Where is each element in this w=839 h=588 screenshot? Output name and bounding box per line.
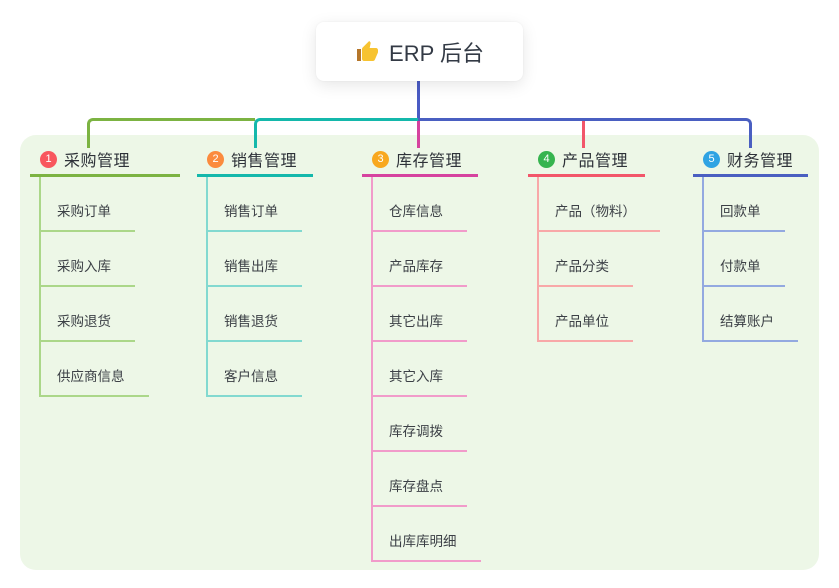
child-node[interactable]: 库存盘点 [373,452,467,507]
child-node[interactable]: 采购订单 [41,177,135,232]
branch-label: 销售管理 [231,153,298,170]
branch-number-badge: 5 [703,150,720,168]
thumbs-up-icon [357,40,379,61]
branch-node-finance[interactable]: 5 财务管理 [693,144,808,177]
child-node[interactable]: 产品单位 [539,287,633,342]
branch-column-finance: 5 财务管理 回款单付款单结算账户 [693,144,808,342]
root-node-label: ERP 后台 [389,40,484,66]
child-node[interactable]: 供应商信息 [41,342,149,397]
branch-number-badge: 3 [372,150,389,168]
child-node[interactable]: 采购退货 [41,287,135,342]
branch-node-inventory[interactable]: 3 库存管理 [362,144,478,177]
branch-node-product[interactable]: 4 产品管理 [528,144,645,177]
child-node[interactable]: 其它入库 [373,342,467,397]
root-node[interactable]: ERP 后台 [316,22,523,81]
branch-label: 产品管理 [562,153,629,170]
branch-group-panel [20,135,819,570]
child-node-list: 回款单付款单结算账户 [702,177,798,342]
trunk-line [417,81,420,121]
branch-node-purchase[interactable]: 1 采购管理 [30,144,180,177]
branch-column-inventory: 3 库存管理 仓库信息产品库存其它出库其它入库库存调拨库存盘点出库库明细 [362,144,481,562]
child-node[interactable]: 仓库信息 [373,177,467,232]
child-node-list: 采购订单采购入库采购退货供应商信息 [39,177,149,397]
branch-label: 财务管理 [727,153,794,170]
child-node[interactable]: 付款单 [704,232,785,287]
child-node-list: 销售订单销售出库销售退货客户信息 [206,177,302,397]
child-node[interactable]: 采购入库 [41,232,135,287]
branch-label: 采购管理 [64,153,131,170]
connector-branch-1 [87,118,255,148]
branch-number-badge: 4 [538,150,555,168]
branch-label: 库存管理 [396,153,463,170]
branch-node-sales[interactable]: 2 销售管理 [197,144,313,177]
child-node[interactable]: 销售订单 [208,177,302,232]
connector-branch-2 [254,118,418,148]
child-node-list: 仓库信息产品库存其它出库其它入库库存调拨库存盘点出库库明细 [371,177,481,562]
child-node[interactable]: 出库库明细 [373,507,481,562]
branch-column-purchase: 1 采购管理 采购订单采购入库采购退货供应商信息 [30,144,180,397]
child-node[interactable]: 产品库存 [373,232,467,287]
branch-number-badge: 1 [40,150,57,168]
branch-column-product: 4 产品管理 产品（物料）产品分类产品单位 [528,144,660,342]
child-node[interactable]: 产品分类 [539,232,633,287]
branch-column-sales: 2 销售管理 销售订单销售出库销售退货客户信息 [197,144,313,397]
connector-branch-4 [582,121,585,148]
child-node[interactable]: 结算账户 [704,287,798,342]
branch-number-badge: 2 [207,150,224,168]
connector-branch-5 [418,118,752,148]
child-node[interactable]: 库存调拨 [373,397,467,452]
child-node[interactable]: 产品（物料） [539,177,660,232]
child-node[interactable]: 回款单 [704,177,785,232]
child-node[interactable]: 客户信息 [208,342,302,397]
child-node-list: 产品（物料）产品分类产品单位 [537,177,660,342]
child-node[interactable]: 其它出库 [373,287,467,342]
child-node[interactable]: 销售出库 [208,232,302,287]
connector-branch-3 [417,121,420,148]
child-node[interactable]: 销售退货 [208,287,302,342]
